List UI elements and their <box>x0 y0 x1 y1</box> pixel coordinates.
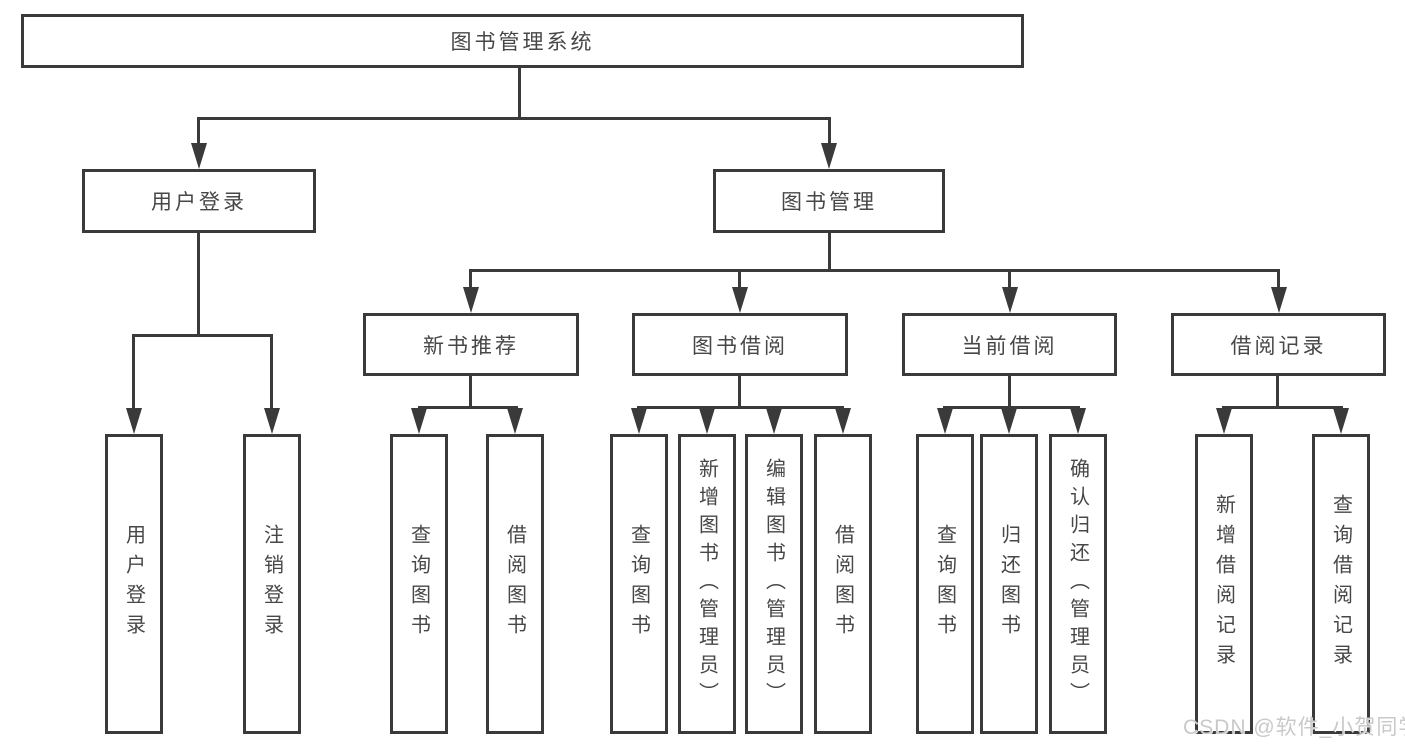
csdn-watermark: CSDN @软件_小贺同学 <box>1183 716 1405 739</box>
leaf-label: 新增借阅记录 <box>1212 494 1235 674</box>
arrow-down-icon <box>835 408 851 434</box>
leaf-return-books: 归还图书 <box>980 434 1038 734</box>
leaf-label: 借阅图书 <box>831 524 854 644</box>
arrow-down-icon <box>191 143 207 169</box>
leaf-confirm-return-admin: 确认归还（管理员） <box>1049 434 1107 734</box>
arrow-down-icon <box>631 408 647 434</box>
connector-line <box>418 406 518 409</box>
arrow-down-icon <box>1002 287 1018 313</box>
leaf-edit-book-admin: 编辑图书（管理员） <box>745 434 803 734</box>
leaf-label: 注销登录 <box>260 524 283 644</box>
connector-line <box>270 334 273 410</box>
node-book-borrowing: 图书借阅 <box>632 313 848 376</box>
leaf-label: 归还图书 <box>997 524 1020 644</box>
arrow-down-icon <box>1070 408 1086 434</box>
leaf-add-borrow-record: 新增借阅记录 <box>1195 434 1253 734</box>
arrow-down-icon <box>1333 408 1349 434</box>
connector-line <box>828 117 831 145</box>
leaf-label: 确认归还（管理员） <box>1066 458 1089 710</box>
leaf-label: 编辑图书（管理员） <box>762 458 785 710</box>
arrow-down-icon <box>766 408 782 434</box>
arrow-down-icon <box>821 143 837 169</box>
node-current-borrowing: 当前借阅 <box>902 313 1117 376</box>
connector-line <box>469 375 472 408</box>
leaf-query-borrow-record: 查询借阅记录 <box>1312 434 1370 734</box>
leaf-label: 查询借阅记录 <box>1329 494 1352 674</box>
leaf-user-login: 用户登录 <box>105 434 163 734</box>
leaf-label: 用户登录 <box>122 524 145 644</box>
connector-line <box>738 269 741 289</box>
connector-line <box>469 269 1280 272</box>
arrow-down-icon <box>1001 408 1017 434</box>
connector-line <box>738 375 741 408</box>
leaf-borrow-books-1: 借阅图书 <box>486 434 544 734</box>
connector-line <box>828 232 831 272</box>
arrow-down-icon <box>1271 287 1287 313</box>
leaf-add-book-admin: 新增图书（管理员） <box>678 434 736 734</box>
connector-line <box>197 232 200 336</box>
node-book-management: 图书管理 <box>713 169 945 233</box>
connector-line <box>518 66 521 119</box>
node-root: 图书管理系统 <box>21 14 1024 68</box>
leaf-label: 借阅图书 <box>503 524 526 644</box>
arrow-down-icon <box>463 287 479 313</box>
connector-line <box>1276 375 1279 408</box>
leaf-query-books-1: 查询图书 <box>390 434 448 734</box>
connector-line <box>1222 406 1343 409</box>
arrow-down-icon <box>937 408 953 434</box>
leaf-query-books-3: 查询图书 <box>916 434 974 734</box>
leaf-label: 查询图书 <box>627 524 650 644</box>
connector-line <box>1008 375 1011 408</box>
connector-line <box>132 334 135 410</box>
node-new-book-recommend: 新书推荐 <box>363 313 579 376</box>
connector-line <box>197 117 200 145</box>
arrow-down-icon <box>507 408 523 434</box>
connector-line <box>943 406 1080 409</box>
node-borrowing-records: 借阅记录 <box>1171 313 1386 376</box>
arrow-down-icon <box>699 408 715 434</box>
arrow-down-icon <box>1216 408 1232 434</box>
connector-line <box>197 117 831 120</box>
leaf-query-books-2: 查询图书 <box>610 434 668 734</box>
arrow-down-icon <box>411 408 427 434</box>
connector-line <box>637 406 844 409</box>
arrow-down-icon <box>126 408 142 434</box>
connector-line <box>132 334 273 337</box>
connector-line <box>1008 269 1011 289</box>
connector-line <box>469 269 472 289</box>
leaf-borrow-books-2: 借阅图书 <box>814 434 872 734</box>
leaf-logout: 注销登录 <box>243 434 301 734</box>
arrow-down-icon <box>732 287 748 313</box>
leaf-label: 查询图书 <box>933 524 956 644</box>
arrow-down-icon <box>264 408 280 434</box>
leaf-label: 查询图书 <box>407 524 430 644</box>
leaf-label: 新增图书（管理员） <box>695 458 718 710</box>
node-user-login: 用户登录 <box>82 169 316 233</box>
connector-line <box>1277 269 1280 289</box>
